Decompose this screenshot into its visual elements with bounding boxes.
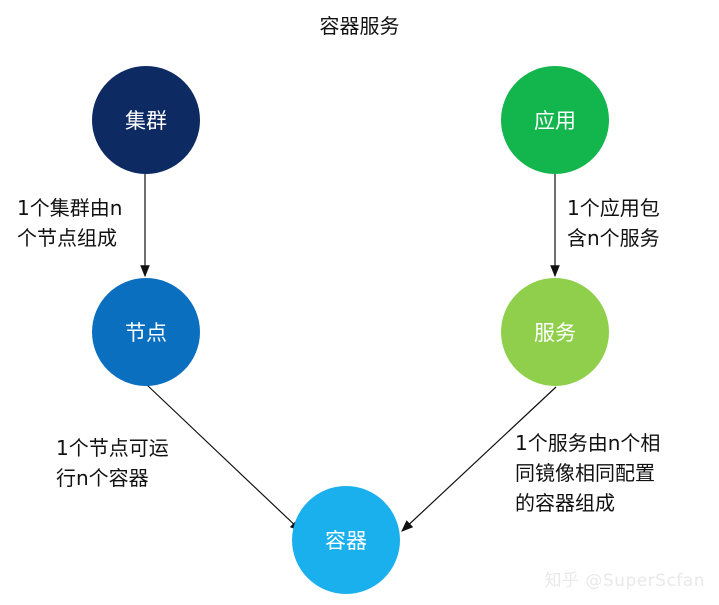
- watermark: 知乎 @SuperScfan: [544, 571, 705, 591]
- node-service: 服务: [501, 278, 609, 386]
- edge-label-node-container: 1个节点可运 行n个容器: [56, 433, 169, 493]
- node-node: 节点: [92, 278, 200, 386]
- edge-label-line: 1个集群由n: [17, 196, 123, 220]
- edge-label-line: 行n个容器: [56, 466, 149, 490]
- node-app-label: 应用: [534, 109, 576, 133]
- node-cluster: 集群: [92, 66, 200, 174]
- edge-label-line: 含n个服务: [567, 226, 660, 250]
- diagram-title: 容器服务: [319, 14, 400, 38]
- node-container-label: 容器: [325, 529, 367, 553]
- node-app: 应用: [501, 66, 609, 174]
- arrow-node-to-container: [146, 384, 302, 532]
- edge-label-line: 1个应用包: [567, 196, 660, 220]
- edge-label-line: 1个服务由n个相: [515, 431, 661, 455]
- arrow-service-to-container: [401, 386, 557, 532]
- edge-label-line: 1个节点可运: [56, 436, 169, 460]
- edge-label-line: 个节点组成: [17, 226, 117, 250]
- edge-label-app-service: 1个应用包 含n个服务: [567, 193, 660, 253]
- edge-label-line: 的容器组成: [515, 491, 615, 515]
- node-node-label: 节点: [125, 321, 167, 345]
- node-container: 容器: [292, 486, 400, 594]
- edge-label-cluster-node: 1个集群由n 个节点组成: [17, 193, 122, 253]
- node-service-label: 服务: [534, 321, 576, 345]
- edge-label-service-container: 1个服务由n个相 同镜像相同配置 的容器组成: [515, 428, 660, 518]
- node-cluster-label: 集群: [125, 109, 167, 133]
- edge-label-line: 同镜像相同配置: [515, 461, 655, 485]
